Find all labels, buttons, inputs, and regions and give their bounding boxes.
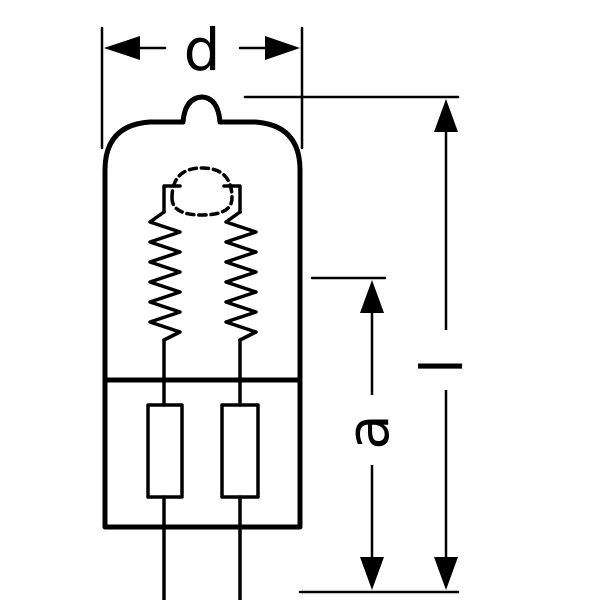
left-filament-coil [148, 210, 182, 342]
d-arrow-right-head [265, 36, 300, 60]
l-arrow-bottom-head [434, 557, 458, 590]
l-label-mask [426, 330, 466, 390]
a-label: a [334, 414, 402, 450]
right-support-wire [222, 184, 242, 214]
a-label-mask [345, 395, 399, 465]
bulb-envelope [102, 94, 303, 530]
d-arrow-left-head [104, 36, 140, 60]
d-label: d [184, 16, 221, 84]
a-arrow-top-head [360, 280, 384, 313]
left-foil-seal [146, 403, 184, 499]
left-support-wire [162, 184, 182, 214]
filament-top-loop [170, 166, 234, 217]
right-filament-coil [224, 210, 258, 342]
right-foil-seal [220, 403, 260, 499]
l-arrow-top-head [434, 99, 458, 132]
a-arrow-bottom-head [360, 557, 384, 590]
l-label: l [408, 358, 476, 374]
